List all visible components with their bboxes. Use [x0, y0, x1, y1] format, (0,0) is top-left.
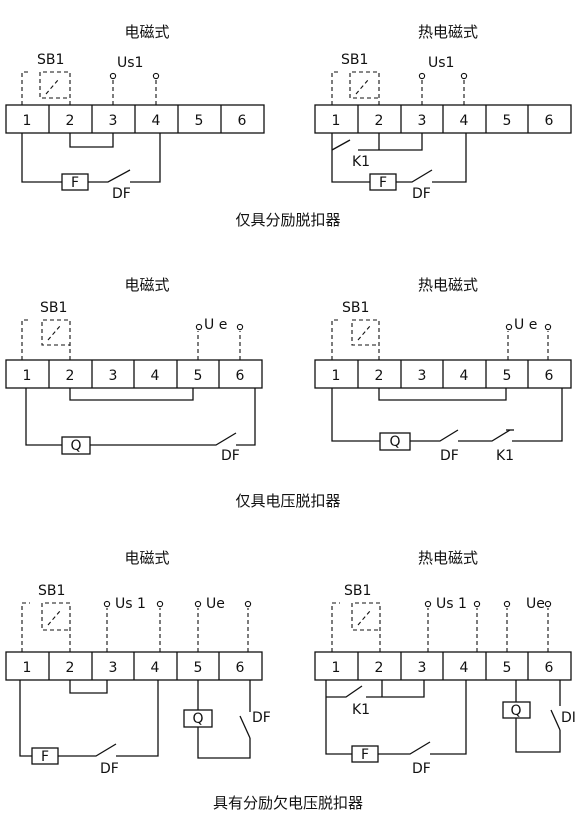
f-label: F [361, 747, 369, 763]
terminal-number: 4 [152, 113, 161, 129]
row3-right-title: 热电磁式 [418, 549, 478, 567]
terminal-strip: 1 2 3 4 5 6 [5, 104, 265, 134]
terminal-number: 4 [460, 660, 469, 676]
terminal-number: 1 [332, 660, 341, 676]
terminal-number: 1 [23, 368, 32, 384]
terminal-number: 6 [545, 113, 554, 129]
row1-caption: 仅具分励脱扣器 [235, 211, 340, 229]
terminal-strip: 1 2 3 4 5 6 [5, 651, 263, 681]
terminal-number: 2 [375, 660, 384, 676]
df-label: DF [221, 448, 240, 464]
row2-caption: 仅具电压脱扣器 [235, 492, 340, 510]
terminal-number: 2 [375, 113, 384, 129]
row3-left-title: 电磁式 [124, 549, 169, 567]
f-label: F [41, 749, 49, 765]
f-label: F [71, 175, 79, 191]
terminal-number: 5 [194, 368, 203, 384]
df-label: DF [412, 186, 431, 202]
sb1-label: SB1 [38, 583, 65, 599]
row1-right-title: 热电磁式 [418, 23, 478, 41]
terminal-number: 3 [418, 113, 427, 129]
row3-caption: 具有分励欠电压脱扣器 [213, 794, 363, 812]
us1-label: Us1 [117, 55, 143, 71]
ue-label: U e [204, 317, 227, 333]
df-label: DF [100, 761, 119, 777]
terminal-number: 4 [460, 368, 469, 384]
us1-label: Us1 [428, 55, 454, 71]
row2-right-circuit: 1 2 3 4 5 6 SB1 U e Q DF [314, 300, 572, 464]
terminal-number: 2 [66, 113, 75, 129]
terminal-number: 6 [238, 113, 247, 129]
terminal-number: 5 [503, 113, 512, 129]
terminal-number: 5 [194, 660, 203, 676]
row3-right-circuit: 1 2 3 4 5 6 SB1 Us 1 Ue K1 [314, 583, 576, 777]
ue-label: Ue [206, 596, 225, 612]
row2-left-title: 电磁式 [124, 276, 169, 294]
terminal-number: 3 [418, 368, 427, 384]
row2-left-circuit: 1 2 3 4 5 6 SB1 U e Q DF [5, 300, 263, 464]
us1-label: Us 1 [436, 596, 467, 612]
us1-label: Us 1 [115, 596, 146, 612]
df-label-2: DF [252, 710, 271, 726]
terminal-number: 3 [109, 660, 118, 676]
ue-label: U e [514, 317, 537, 333]
row-2: 电磁式 热电磁式 1 2 3 4 5 6 SB1 U e [5, 276, 572, 510]
terminal-number: 1 [332, 368, 341, 384]
terminal-number: 6 [236, 368, 245, 384]
q-label: Q [70, 438, 81, 454]
df-label: DF [412, 761, 431, 777]
k1-label: K1 [496, 448, 514, 464]
sb1-label: SB1 [342, 300, 369, 316]
terminal-number: 6 [545, 368, 554, 384]
terminal-number: 3 [418, 660, 427, 676]
df-label: DF [440, 448, 459, 464]
terminal-number: 6 [545, 660, 554, 676]
row1-left-circuit: 1 2 3 4 5 6 SB1 Us1 F DF [5, 52, 265, 202]
q-label: Q [192, 711, 203, 727]
terminal-number: 4 [151, 660, 160, 676]
ue-label: Ue [526, 596, 545, 612]
row-3: 电磁式 热电磁式 1 2 3 4 5 6 SB1 Us 1 [5, 549, 576, 812]
row1-left-title: 电磁式 [124, 23, 169, 41]
k1-label: K1 [352, 154, 370, 170]
terminal-number: 3 [109, 113, 118, 129]
terminal-number: 2 [66, 660, 75, 676]
terminal-number: 5 [503, 660, 512, 676]
terminal-number: 6 [236, 660, 245, 676]
terminal-number: 3 [109, 368, 118, 384]
terminal-strip: 1 2 3 4 5 6 [314, 651, 572, 681]
sb1-label: SB1 [37, 52, 64, 68]
f-label: F [379, 175, 387, 191]
terminal-number: 1 [332, 113, 341, 129]
sb1-label: SB1 [341, 52, 368, 68]
terminal-number: 2 [375, 368, 384, 384]
terminal-number: 5 [503, 368, 512, 384]
terminal-number: 1 [23, 660, 32, 676]
row-1: 电磁式 热电磁式 1 2 3 4 5 6 SB1 [5, 23, 572, 229]
terminal-number: 4 [151, 368, 160, 384]
terminal-strip: 1 2 3 4 5 6 [314, 104, 572, 134]
df-label: DF [112, 186, 131, 202]
di-label: DI [561, 710, 576, 726]
row3-left-circuit: 1 2 3 4 5 6 SB1 Us 1 Ue F [5, 583, 271, 777]
row2-right-title: 热电磁式 [418, 276, 478, 294]
q-label: Q [389, 434, 400, 450]
terminal-strip: 1 2 3 4 5 6 [314, 359, 572, 389]
terminal-number: 2 [66, 368, 75, 384]
terminal-number: 1 [23, 113, 32, 129]
terminal-number: 4 [460, 113, 469, 129]
sb1-label: SB1 [40, 300, 67, 316]
k1-label: K1 [352, 702, 370, 718]
sb1-label: SB1 [344, 583, 371, 599]
q-label: Q [510, 703, 521, 719]
row1-right-circuit: 1 2 3 4 5 6 SB1 Us1 K1 F [314, 52, 572, 202]
terminal-strip: 1 2 3 4 5 6 [5, 359, 263, 389]
terminal-number: 5 [195, 113, 204, 129]
